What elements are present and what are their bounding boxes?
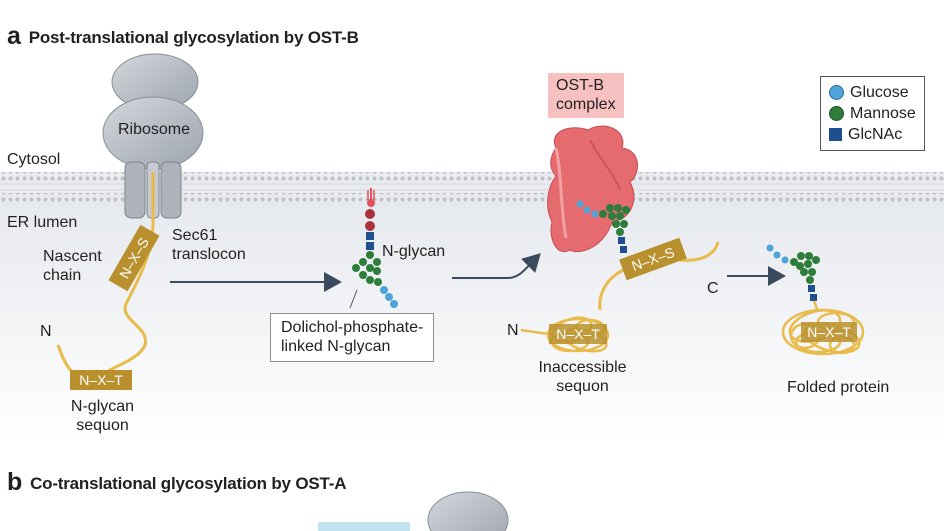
sequon-box-nxt-inaccessible: N–X–T — [549, 324, 607, 344]
legend-item-glucose: Glucose — [829, 82, 916, 103]
panel-a-heading: a Post-translational glycosylation by OST… — [7, 22, 359, 51]
inaccessible-sequon-label: Inaccessible sequon — [525, 358, 640, 396]
n-glycan-label: N-glycan — [382, 243, 446, 260]
legend-label-mannose: Mannose — [850, 105, 916, 122]
legend: Glucose Mannose GlcNAc — [820, 76, 925, 151]
legend-label-glcnac: GlcNAc — [848, 126, 903, 143]
folded-protein-label: Folded protein — [787, 379, 890, 396]
dolichol-callout: Dolichol-phosphate- linked N-glycan — [270, 313, 435, 362]
chain-to-c-terminus — [679, 241, 720, 262]
glcnac-square-icon — [829, 128, 842, 141]
n-glycan-sequon-label: N-glycan sequon — [55, 397, 150, 435]
nascent-chain-line-2: chain — [43, 267, 82, 284]
ribosome — [102, 53, 204, 170]
folded-protein-glycan — [766, 244, 820, 313]
panel-a-letter: a — [7, 22, 21, 50]
sec61-label: Sec61 translocon — [172, 226, 246, 264]
n-terminus-label-mid: N — [507, 322, 519, 339]
panel-a-title: Post-translational glycosylation by OST-… — [28, 28, 359, 47]
panel-b-label-box — [318, 522, 410, 531]
panel-b-ribosome — [427, 491, 509, 531]
ost-b-line-2: complex — [556, 96, 616, 113]
cytosol-label: Cytosol — [7, 151, 61, 168]
sequon-nxt-text: N–X–T — [79, 372, 123, 388]
mannose-circle-icon — [829, 106, 844, 121]
inaccessible-line-1: Inaccessible — [538, 359, 627, 376]
glucose-circle-icon — [829, 85, 844, 100]
ribosome-label: Ribosome — [118, 121, 191, 138]
inaccessible-line-2: sequon — [556, 378, 609, 395]
sequon-nxt-folded-text: N–X–T — [807, 324, 851, 340]
dolichol-linked-n-glycan — [349, 188, 398, 309]
sequon-box-nxt-folded: N–X–T — [801, 322, 857, 342]
er-lumen-label: ER lumen — [7, 214, 78, 231]
sec61-line-2: translocon — [172, 246, 246, 263]
legend-label-glucose: Glucose — [850, 84, 909, 101]
panel-b-title: Co-translational glycosylation by OST-A — [30, 474, 347, 493]
nascent-chain-line-1: Nascent — [43, 248, 102, 265]
ost-b-complex-label: OST-B complex — [548, 73, 624, 118]
nascent-chain-label: Nascent chain — [43, 247, 102, 285]
panel-b-letter: b — [7, 468, 23, 496]
panel-b-heading: b Co-translational glycosylation by OST-A — [7, 468, 346, 497]
n-glycan-sequon-line-2: sequon — [76, 417, 129, 434]
legend-item-glcnac: GlcNAc — [829, 124, 916, 145]
sequon-nxt-inacc-text: N–X–T — [556, 326, 600, 342]
dolichol-line-2: linked N-glycan — [281, 338, 391, 355]
sequon-box-nxt-left: N–X–T — [70, 370, 132, 390]
legend-item-mannose: Mannose — [829, 103, 916, 124]
ost-b-line-1: OST-B — [556, 77, 605, 94]
ost-bound-glycan — [576, 200, 630, 253]
n-terminus-label-left: N — [40, 323, 52, 340]
n-glycan-sequon-line-1: N-glycan — [70, 398, 135, 415]
arrow-2 — [452, 253, 541, 279]
dolichol-line-1: Dolichol-phosphate- — [281, 319, 424, 336]
sec61-line-1: Sec61 — [172, 227, 218, 244]
c-terminus-label: C — [707, 280, 719, 297]
